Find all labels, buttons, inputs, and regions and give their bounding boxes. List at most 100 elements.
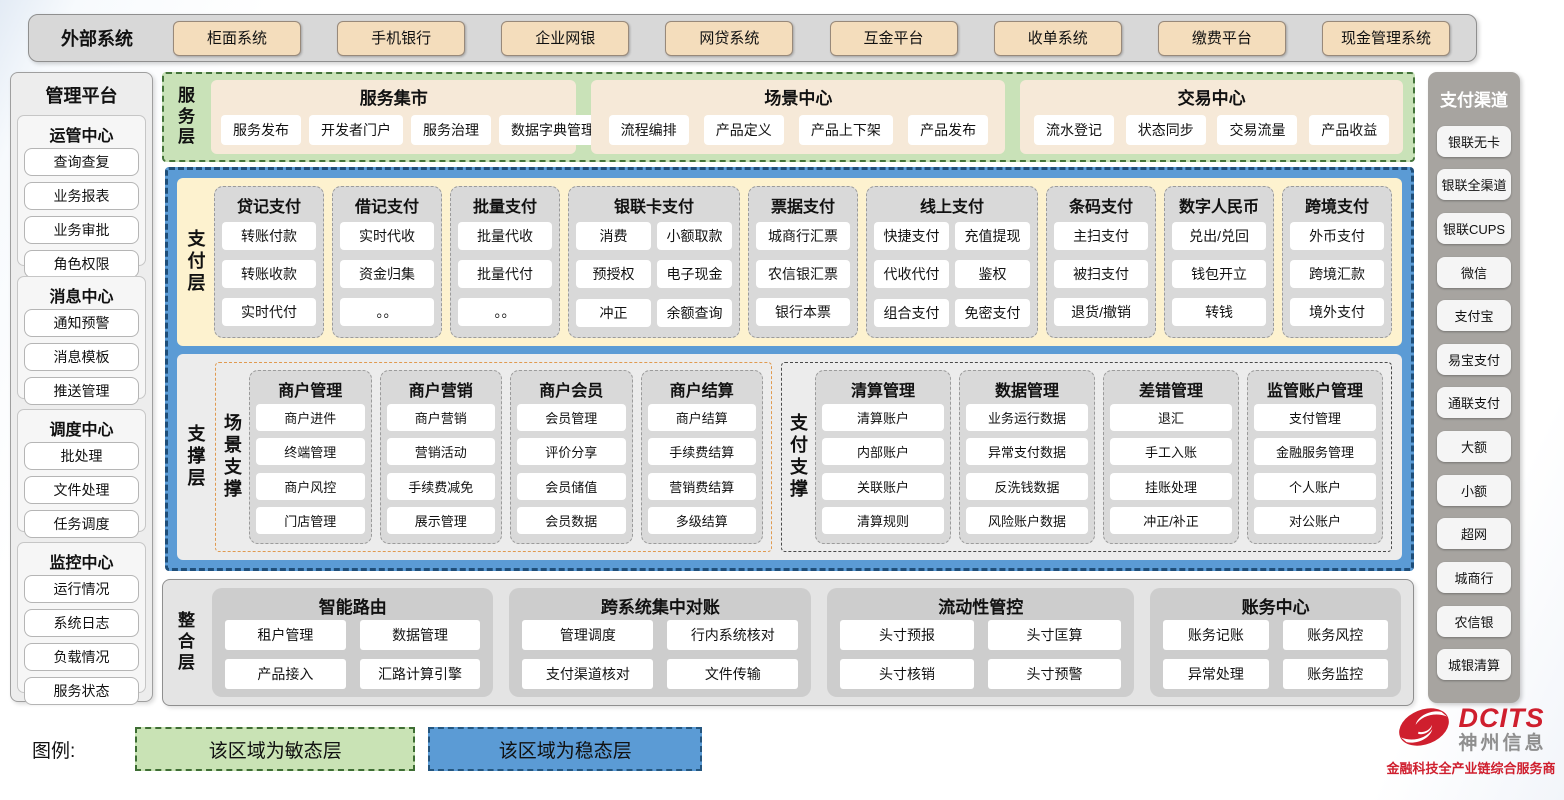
payment-item-node: 预授权 [576,260,652,288]
service-item-node: 产品收益 [1309,115,1390,145]
legend-stable-layer: 该区域为稳态层 [428,727,703,771]
integration-item-node: 支付渠道核对 [522,659,654,689]
support-item-node: 评价分享 [517,438,626,466]
scene-support-column-merchant-settle: 商户结算 商户结算手续费结算营销费结算多级结算 [640,370,764,544]
payment-item-node: 充值提现 [955,221,1031,250]
payment-item-node: 实时代付 [222,298,316,326]
scene-support-column-merchant-mgmt: 商户管理 商户进件终端管理商户风控门店管理 [249,370,372,544]
payment-item-node: 境外支付 [1290,298,1385,326]
support-item-node: 门店管理 [256,507,365,535]
payment-channels-title: 支付渠道 [1440,91,1508,110]
payment-support-column-clearing: 清算管理 清算账户内部账户关联账户清算规则 [815,370,952,544]
logo-tagline: 金融科技全产业链综合服务商 [1386,761,1556,776]
management-group-items: 通知预警消息模板推送管理 [24,309,139,406]
payment-support-column-regulatory: 监管账户管理 支付管理金融服务管理个人账户对公账户 [1247,370,1383,544]
support-item-node: 风险账户数据 [966,507,1089,535]
management-item-node: 服务状态 [24,676,139,705]
payment-item-node: 代收代付 [874,260,950,288]
support-item-node: 清算账户 [822,403,945,431]
payment-item-node: 农信银汇票 [756,260,851,288]
management-item-node: 消息模板 [24,343,139,372]
payment-column-ecny: 数字人民币 兑出/兑回钱包开立转钱 [1164,186,1275,338]
payment-item-node: 转账付款 [222,222,316,250]
integration-group-routing: 智能路由 租户管理数据管理产品接入汇路计算引擎 [212,588,494,697]
payment-support-column-data: 数据管理 业务运行数据异常支付数据反洗钱数据风险账户数据 [959,370,1096,544]
payment-support-label: 支付支撑 [790,413,809,499]
management-group-message: 消息中心 通知预警消息模板推送管理 [17,276,146,406]
payment-channel-node: 小额 [1437,474,1511,506]
legend-label: 图例: [32,740,76,762]
integration-group-reconciliation: 跨系统集中对账 管理调度行内系统核对支付渠道核对文件传输 [509,588,812,697]
service-item-node: 产品定义 [703,115,784,145]
dcits-swirl-icon [1395,704,1453,755]
integration-group-title: 智能路由 [318,598,387,617]
management-item-node: 任务调度 [24,510,139,538]
management-item-node: 查询查复 [24,148,139,176]
service-item-node: 流程编排 [608,115,689,145]
payment-column-bill: 票据支付 城商行汇票农信银汇票银行本票 [748,186,859,338]
integration-item-node: 头寸核销 [840,659,974,689]
support-item-node: 关联账户 [822,472,945,500]
external-system-node: 柜面系统 [173,20,301,56]
support-layer-label: 支撑层 [187,424,206,488]
external-systems-list: 柜面系统手机银行企业网银网贷系统互金平台收单系统缴费平台现金管理系统 [173,20,1450,56]
service-group-items: 流水登记状态同步交易流量产品收益 [1030,112,1393,148]
service-group-market: 服务集市 服务发布开发者门户服务治理数据字典管理 [211,80,607,154]
external-systems-label: 外部系统 [61,29,133,49]
management-item-node: 业务报表 [24,182,139,210]
payment-channel-node: 银联CUPS [1437,212,1511,244]
external-systems-bar: 外部系统 柜面系统手机银行企业网银网贷系统互金平台收单系统缴费平台现金管理系统 [28,14,1477,62]
integration-group-title: 账务中心 [1241,598,1310,617]
payment-column-crossborder: 跨境支付 外币支付跨境汇款境外支付 [1282,186,1393,338]
support-item-node: 退汇 [1110,403,1232,431]
support-item-node: 异常支付数据 [966,438,1089,466]
integration-item-node: 账务记账 [1163,620,1269,650]
management-item-node: 批处理 [24,442,139,470]
integration-item-node: 头寸预警 [987,659,1122,689]
payment-column-batch: 批量支付 批量代收批量代付。。 [450,186,560,338]
dcits-logo: DCITS 神州信息 金融科技全产业链综合服务商 [1383,704,1559,777]
payment-item-node: 外币支付 [1290,222,1385,250]
support-item-node: 展示管理 [386,507,496,535]
payment-item-node: 小额取款 [657,221,733,250]
integration-item-node: 头寸匡算 [987,620,1122,650]
payment-item-node: 批量代付 [458,260,552,288]
payment-item-node: 冲正 [576,298,652,327]
management-item-node: 角色权限 [24,250,139,278]
support-item-node: 业务运行数据 [966,403,1089,431]
support-item-node: 冲正/补正 [1110,507,1232,535]
integration-group-title: 流动性管控 [938,598,1024,617]
service-layer: 服务层 服务集市 服务发布开发者门户服务治理数据字典管理 场景中心 流程编排产品… [162,72,1415,162]
integration-item-node: 头寸预报 [840,620,974,650]
support-item-node: 商户营销 [386,403,496,431]
payment-item-node: 余额查询 [657,298,733,327]
payment-item-node: 城商行汇票 [756,222,851,250]
management-group-items: 查询查复业务报表业务审批角色权限 [24,148,139,278]
management-group-title: 监控中心 [49,554,114,572]
scene-support-column-merchant-marketing: 商户营销 商户营销营销活动手续费减免展示管理 [379,370,503,544]
payment-item-node: 转钱 [1172,298,1267,326]
management-group-monitor: 监控中心 运行情况系统日志负载情况服务状态 [17,541,146,705]
service-item-node: 状态同步 [1125,115,1206,145]
external-system-node: 手机银行 [337,20,466,56]
support-item-node: 营销活动 [386,438,496,466]
support-column-title: 监管账户管理 [1266,383,1363,400]
service-layer-label: 服务层 [178,85,195,147]
payment-channel-node: 城商行 [1437,562,1511,594]
payment-column-title: 跨境支付 [1305,199,1370,216]
payment-item-node: 兑出/兑回 [1172,222,1267,250]
support-layer: 支撑层 场景支撑 商户管理 商户进件终端管理商户风控门店管理 商户营销 商户营销… [177,354,1402,560]
support-item-node: 会员数据 [517,507,626,535]
logo-company: 神州信息 [1458,732,1547,754]
payment-item-node: 。。 [458,298,552,326]
external-system-node: 缴费平台 [1157,20,1286,56]
payment-channel-node: 易宝支付 [1437,343,1511,375]
support-item-node: 商户结算 [647,403,757,431]
support-item-node: 个人账户 [1254,472,1376,500]
external-system-node: 企业网银 [501,20,630,56]
support-item-node: 营销费结算 [647,472,757,500]
payment-column-title: 贷记支付 [236,199,301,216]
payment-layer-label: 支付层 [187,229,206,293]
payment-channel-node: 农信银 [1437,605,1511,637]
